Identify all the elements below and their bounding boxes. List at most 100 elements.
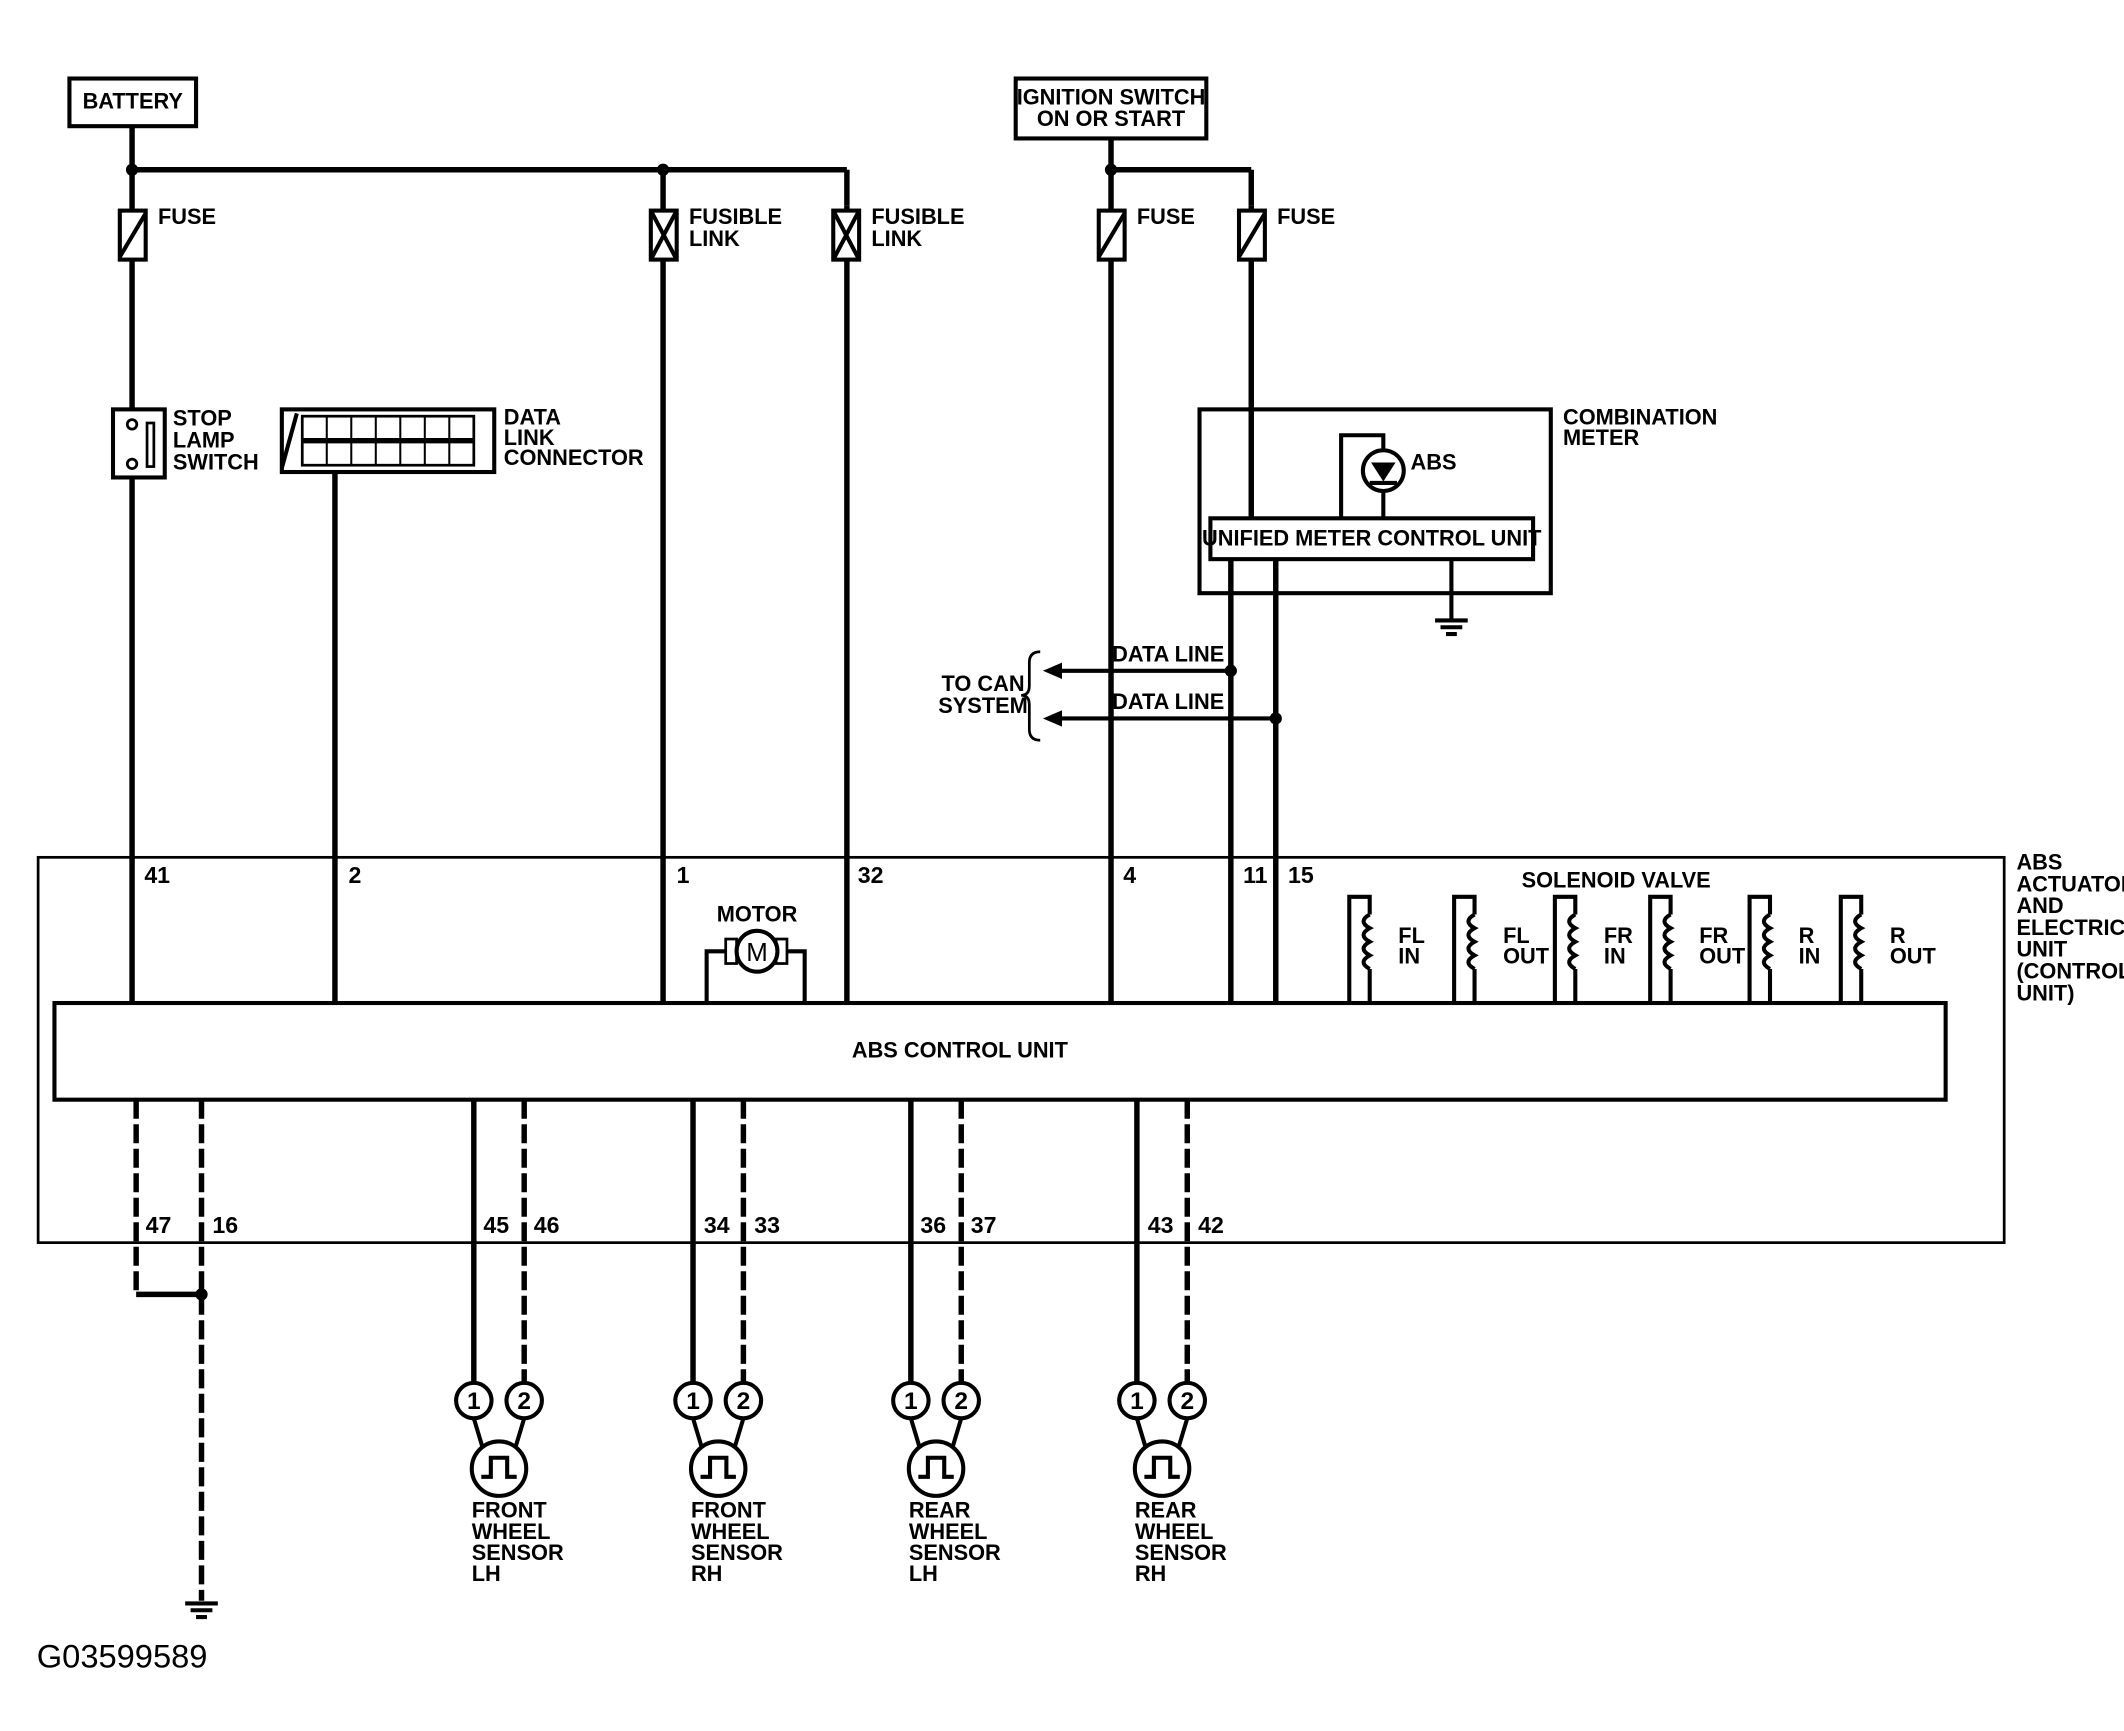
to-can-label-1: TO CAN: [942, 671, 1025, 696]
wheel-sensor-label: RH: [1135, 1561, 1166, 1586]
coil-icon: [1567, 912, 1580, 971]
svg-text:(CONTROL: (CONTROL: [2016, 959, 2124, 984]
wheel-sensor-icon: [906, 1439, 966, 1498]
fuse-battery: [117, 208, 148, 262]
svg-text:UNIT): UNIT): [2016, 980, 2074, 1005]
solenoid-label: FL: [1398, 923, 1425, 948]
abs-actuator-label: ABS ACTUATOR AND ELECTRIC UNIT (CONTROL …: [2016, 850, 2124, 1006]
brace-icon: [1021, 650, 1041, 742]
ignition-switch-label-2: ON OR START: [1037, 106, 1186, 131]
pin-label: 46: [534, 1212, 560, 1238]
figure-id: G03599589: [37, 1637, 208, 1674]
dlc-label-2: LINK: [504, 425, 555, 450]
switch-contact: [125, 418, 139, 431]
sensor-pin-number: 2: [954, 1388, 968, 1415]
fuse-ignition-2: [1236, 208, 1267, 262]
solenoid-label: FR: [1699, 923, 1728, 948]
wheel-sensor-label: WHEEL: [909, 1519, 988, 1544]
solenoid-label: IN: [1604, 944, 1626, 969]
solenoid-label: R: [1799, 923, 1815, 948]
abs-actuator-box: [36, 855, 2006, 1245]
solenoid-label: OUT: [1890, 944, 1937, 969]
solenoid-valve-r-in: RIN: [1747, 894, 1821, 1004]
svg-text:AND: AND: [2016, 893, 2063, 918]
motor-icon: [734, 928, 780, 974]
fusible-link-2-label-1: FUSIBLE: [871, 204, 964, 229]
wheel-sensor-label: WHEEL: [472, 1519, 551, 1544]
fuse-ignition-2-label: FUSE: [1277, 204, 1335, 229]
abs-control-unit-label: ABS CONTROL UNIT: [852, 1037, 1069, 1062]
pin-label: 2: [349, 862, 362, 888]
wheel-sensor-label: FRONT: [691, 1498, 767, 1523]
wheel-sensor-icon: [1132, 1439, 1192, 1498]
combination-meter-label-2: METER: [1563, 425, 1639, 450]
coil-icon: [1361, 912, 1374, 971]
svg-text:ACTUATOR: ACTUATOR: [2016, 871, 2124, 896]
pin-label: 16: [212, 1212, 238, 1238]
unified-meter-control-unit-box: [1208, 516, 1536, 562]
svg-text:UNIT: UNIT: [2016, 937, 2067, 962]
coil-icon: [1853, 912, 1866, 971]
pin-label: 4: [1123, 862, 1136, 888]
coil-icon: [1761, 912, 1775, 971]
pin-label: 47: [146, 1212, 172, 1238]
stop-lamp-label-1: STOP: [173, 406, 232, 431]
sensor-pin-number: 2: [737, 1388, 751, 1415]
fuse-ignition-1-label: FUSE: [1137, 204, 1195, 229]
unified-meter-label: UNIFIED METER CONTROL UNIT: [1202, 526, 1542, 551]
pin-label: 34: [704, 1212, 730, 1238]
pin-label: 37: [971, 1212, 997, 1238]
arrow-left-icon: [1042, 710, 1062, 727]
sensor-pin-number: 2: [1180, 1388, 1194, 1415]
fusible-link-1: [648, 208, 679, 262]
pin-label: 42: [1198, 1212, 1224, 1238]
motor-wire: [781, 949, 807, 1004]
wheel-sensor-label: LH: [909, 1561, 938, 1586]
pin-label: 41: [144, 862, 170, 888]
battery-label: BATTERY: [83, 88, 184, 113]
pin-label: 36: [920, 1212, 946, 1238]
solenoid-label: IN: [1799, 944, 1821, 969]
pin-label: 15: [1288, 862, 1314, 888]
fuse-battery-label: FUSE: [158, 204, 216, 229]
wheel-sensor-label: WHEEL: [1135, 1519, 1214, 1544]
wheel-sensor-icon: [688, 1439, 748, 1498]
wheel-sensor-label: RH: [691, 1561, 722, 1586]
stop-lamp-label-2: LAMP: [173, 428, 235, 453]
solenoid-label: OUT: [1699, 944, 1746, 969]
wheel-sensor-label: SENSOR: [909, 1540, 1001, 1565]
pin-label: 11: [1243, 862, 1268, 888]
fusible-link-2-label-2: LINK: [871, 226, 922, 251]
pin-label: 45: [483, 1212, 509, 1238]
pin-label: 33: [754, 1212, 780, 1238]
coil-icon: [1662, 912, 1675, 971]
dlc-label-1: DATA: [504, 404, 561, 429]
junction-dot: [195, 1288, 208, 1301]
square-pulse-icon: [700, 1455, 736, 1479]
wheel-sensor-label: WHEEL: [691, 1519, 770, 1544]
fuse-ignition-1: [1096, 208, 1127, 262]
switch-bar: [145, 421, 156, 468]
pin-label: 1: [677, 862, 690, 888]
wheel-sensor-label: REAR: [909, 1498, 971, 1523]
abs-control-unit-box: [52, 1000, 1948, 1102]
sensor-pin-number: 2: [517, 1388, 531, 1415]
motor-symbol: M: [746, 939, 768, 967]
solenoid-label: OUT: [1503, 944, 1550, 969]
data-line-label-1: DATA LINE: [1112, 641, 1224, 666]
square-pulse-icon: [481, 1455, 517, 1479]
wheel-sensor-label: FRONT: [472, 1498, 548, 1523]
fusible-link-1-label-2: LINK: [689, 226, 740, 251]
ground-icon: [1435, 618, 1468, 637]
svg-text:ABS: ABS: [2016, 850, 2062, 875]
junction-dot: [1224, 664, 1237, 677]
